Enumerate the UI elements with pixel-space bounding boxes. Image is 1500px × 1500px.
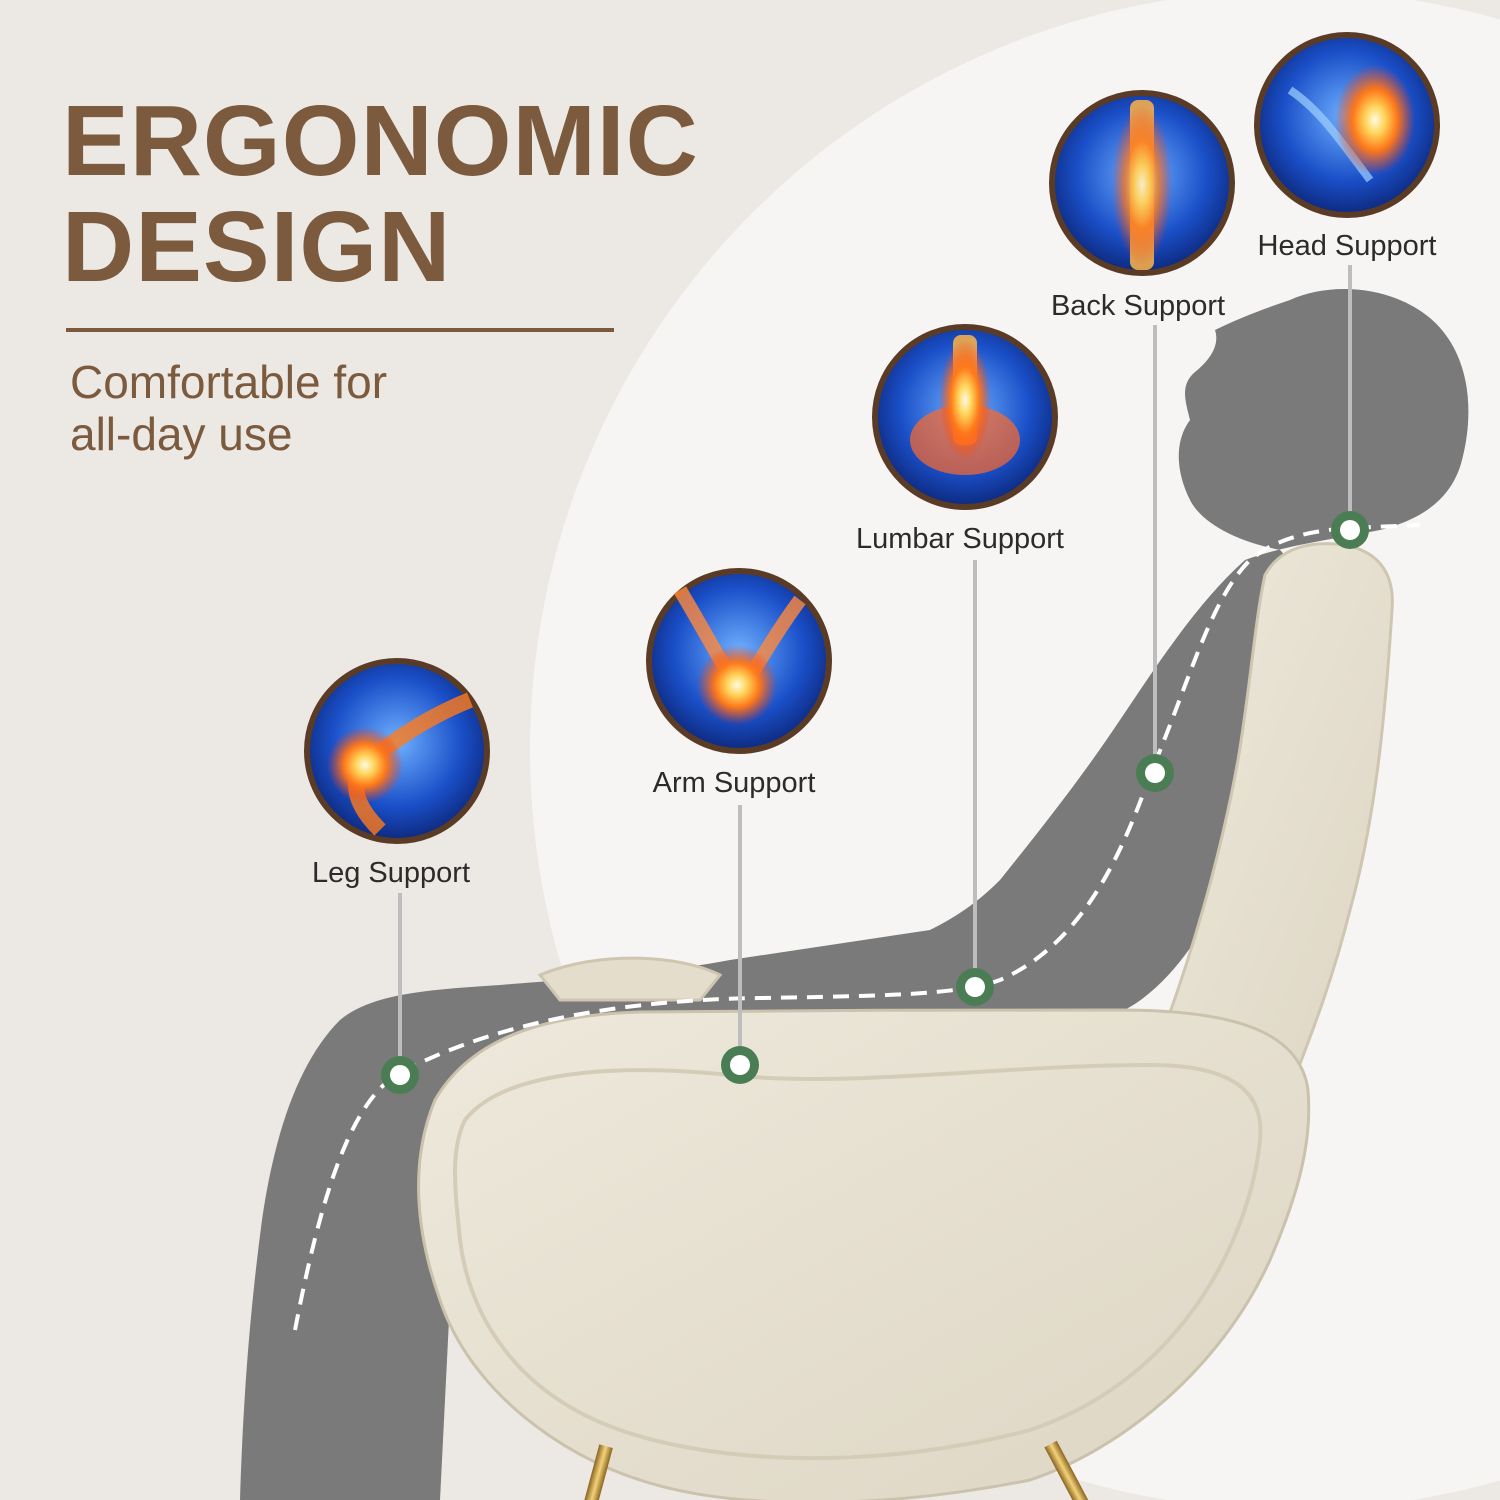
person-silhouette [240,289,1469,1500]
headline-line2: DESIGN [62,191,452,303]
headline-line1: ERGONOMIC [62,85,699,197]
chair-leg-right [1044,1440,1090,1500]
chair-leg-left [581,1444,613,1500]
elbow-xray-icon [646,568,832,754]
marker-lumbar [956,968,994,1006]
chair-panel-inset [453,1062,1263,1461]
marker-arm [721,1046,759,1084]
neck-xray-icon [1254,32,1440,218]
marker-back [1136,754,1174,792]
label-head-support: Head Support [1257,230,1437,262]
subheadline-line2: all-day use [70,408,293,460]
chair-back [1158,542,1394,1092]
label-arm-support: Arm Support [652,767,816,799]
headline-divider [66,328,614,332]
subheadline: Comfortable for all-day use [70,356,387,460]
label-lumbar-support: Lumbar Support [856,523,1064,555]
marker-head [1331,511,1369,549]
knee-xray-icon [304,658,490,844]
label-leg-support: Leg Support [311,857,471,889]
headline: ERGONOMIC DESIGN [62,88,699,300]
chair-front-panel [417,1008,1311,1500]
chair-back-arm [537,956,723,1002]
spine-xray-icon [1049,90,1235,276]
subheadline-line1: Comfortable for [70,356,388,408]
marker-leg [381,1056,419,1094]
lumbar-xray-icon [872,324,1058,510]
label-back-support: Back Support [1050,290,1226,322]
